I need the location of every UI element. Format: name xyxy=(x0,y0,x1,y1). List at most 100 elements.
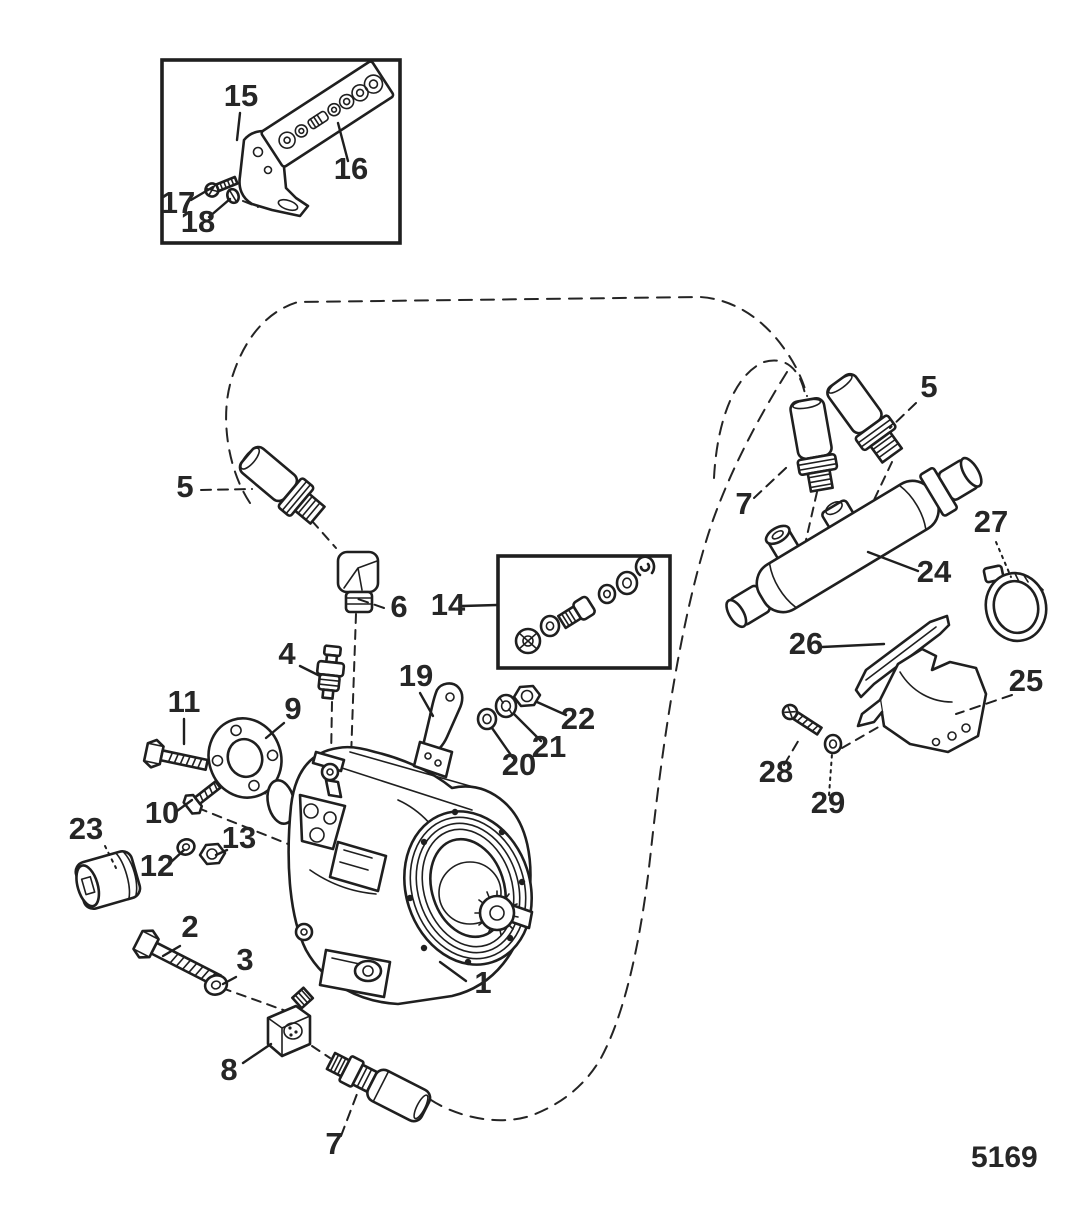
callout-label-28: 28 xyxy=(759,754,793,789)
callout-label-27: 27 xyxy=(974,504,1008,539)
callout-label-11: 11 xyxy=(168,684,201,719)
lock-washer-21 xyxy=(494,693,518,719)
callout-label-18: 18 xyxy=(181,204,215,239)
callout-label-7-bottom: 7 xyxy=(325,1126,342,1161)
callout-leader-13 xyxy=(214,848,229,857)
bolt-10 xyxy=(182,780,222,815)
oil-cooler-24 xyxy=(725,456,983,629)
callout-leader-21 xyxy=(512,712,543,743)
kit-nut xyxy=(514,627,542,655)
splined-hub xyxy=(438,861,534,936)
callout-layer: 1234556778910111213141516171819202122232… xyxy=(69,78,1043,1161)
nut-13 xyxy=(198,842,227,866)
callout-label-23: 23 xyxy=(69,811,103,846)
callout-leader-20 xyxy=(490,726,515,760)
callout-label-12: 12 xyxy=(140,848,174,883)
callout-label-22: 22 xyxy=(561,701,595,736)
callout-leader-3 xyxy=(221,975,238,986)
callout-leader-26 xyxy=(820,642,886,649)
callout-label-20: 20 xyxy=(502,747,536,782)
callout-label-15: 15 xyxy=(224,78,258,113)
callout-label-5-left: 5 xyxy=(176,469,193,504)
sensor-7-right xyxy=(789,397,839,493)
callout-leader-7-bottom xyxy=(340,1093,358,1137)
callout-label-14: 14 xyxy=(431,587,466,622)
washer-29 xyxy=(823,733,843,755)
callout-label-4: 4 xyxy=(278,636,296,671)
callout-leader-24 xyxy=(866,550,920,573)
callout-label-3: 3 xyxy=(236,942,253,977)
callout-leader-1 xyxy=(438,960,468,983)
callout-leader-22 xyxy=(535,700,568,717)
kit-washer-2 xyxy=(597,583,617,605)
callout-label-16: 16 xyxy=(334,151,368,186)
shield-25 xyxy=(856,647,988,754)
callout-label-26: 26 xyxy=(789,626,823,661)
inset-box-bracket-kit xyxy=(160,58,402,245)
callout-leader-14 xyxy=(460,603,499,608)
callout-label-24: 24 xyxy=(917,554,952,589)
kit-washer-1 xyxy=(539,614,561,638)
washer-20 xyxy=(476,707,498,731)
fitting-6 xyxy=(336,550,380,614)
callout-leader-10 xyxy=(175,798,194,813)
callout-label-9: 9 xyxy=(284,691,301,726)
callout-label-10: 10 xyxy=(145,795,179,830)
sender-4 xyxy=(315,644,346,700)
bolt-11 xyxy=(142,738,209,772)
callout-leader-27 xyxy=(995,541,1012,578)
callout-label-19: 19 xyxy=(399,658,433,693)
shift-lever-mount xyxy=(311,750,346,799)
kit-box-outline xyxy=(496,554,672,670)
callout-leader-19 xyxy=(418,691,435,718)
kit-clip xyxy=(634,555,656,577)
callout-leader-9 xyxy=(264,721,286,740)
washer-3 xyxy=(203,974,229,996)
nut-22 xyxy=(512,684,542,708)
sensor-7-bottom xyxy=(325,1051,432,1123)
kit-washer-3 xyxy=(615,570,639,596)
elbow-fitting-8 xyxy=(266,986,315,1058)
callout-leader-7-right xyxy=(753,466,788,499)
kit-fitting xyxy=(556,595,596,630)
gasket-kit-16 xyxy=(260,60,395,168)
callout-leader-6 xyxy=(357,598,385,609)
callout-leader-12 xyxy=(168,848,186,865)
bracket-19 xyxy=(412,682,464,779)
callout-label-21: 21 xyxy=(532,729,566,764)
callout-label-5-right: 5 xyxy=(920,369,937,404)
callout-label-2: 2 xyxy=(181,909,198,944)
callout-leader-5-left xyxy=(200,488,253,491)
screw-28 xyxy=(781,703,823,736)
callout-leader-16 xyxy=(336,121,350,163)
callout-leader-25 xyxy=(955,694,1013,715)
hose-routing xyxy=(225,295,808,1122)
callout-leader-15 xyxy=(235,111,242,142)
anode-plate-26 xyxy=(854,614,951,699)
flange-9 xyxy=(207,717,283,799)
callout-leader-29 xyxy=(828,753,833,796)
callout-leader-5-right xyxy=(889,402,917,429)
sensor-5-left xyxy=(238,445,326,525)
callout-leader-4 xyxy=(298,664,322,678)
figure-number: 5169 xyxy=(971,1141,1038,1174)
fitting-kit-box-14 xyxy=(496,554,672,670)
callout-leader-2 xyxy=(161,944,182,958)
callout-label-13: 13 xyxy=(222,820,256,855)
callout-label-7-right: 7 xyxy=(735,486,752,521)
callout-label-17: 17 xyxy=(161,185,195,220)
sensor-5-right xyxy=(826,372,904,464)
callout-leader-18 xyxy=(207,197,232,219)
bracket-15 xyxy=(238,129,310,218)
transmission-assembly xyxy=(266,745,534,1006)
callout-label-29: 29 xyxy=(811,785,845,820)
plug-23 xyxy=(74,850,142,911)
callout-leader-28 xyxy=(783,737,801,766)
callout-label-8: 8 xyxy=(220,1052,237,1087)
inset-box-outline xyxy=(160,58,402,245)
hose-clamp-27 xyxy=(982,564,1048,643)
callout-leader-8 xyxy=(241,1042,273,1065)
callout-leader-17 xyxy=(189,185,215,202)
